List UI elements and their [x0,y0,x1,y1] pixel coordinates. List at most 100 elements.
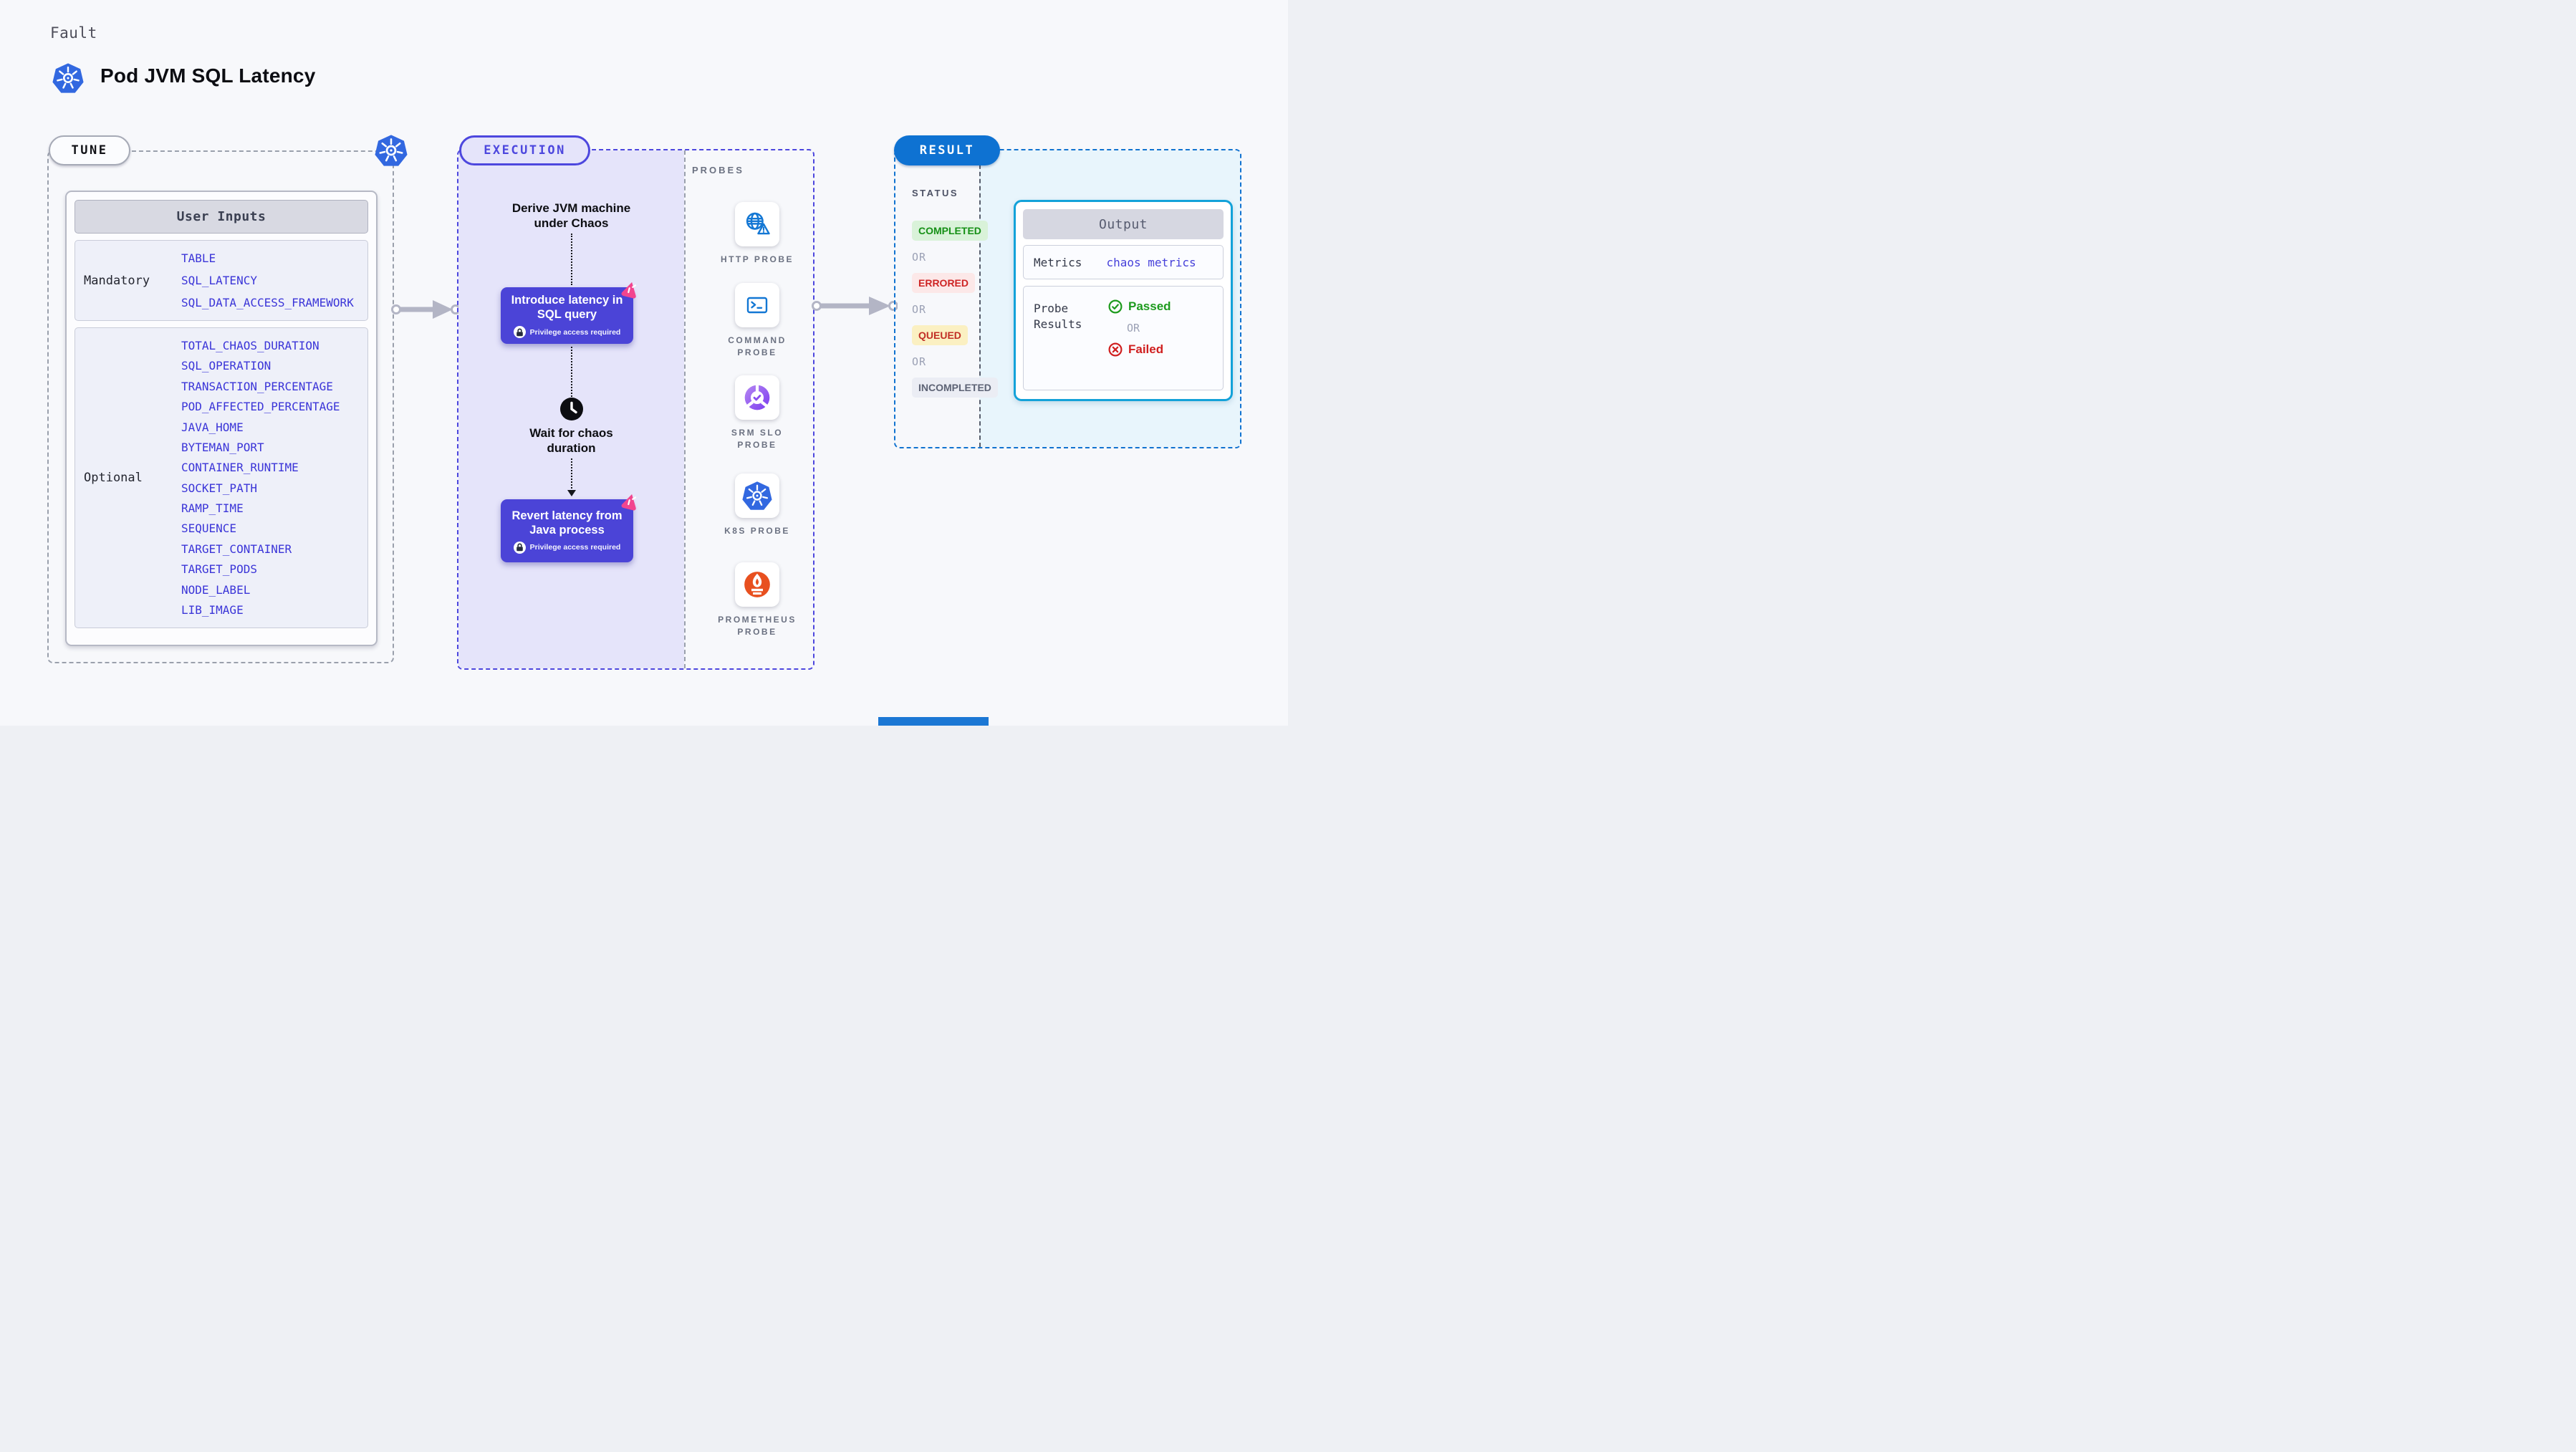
status-badge-incompleted: INCOMPLETED [912,378,998,398]
x-circle-icon [1108,342,1123,357]
result-section-box: STATUS COMPLETED OR ERRORED OR QUEUED OR… [894,149,1241,448]
status-column: STATUS COMPLETED OR ERRORED OR QUEUED OR… [895,150,998,398]
or-separator: OR [912,355,927,368]
metrics-value: chaos metrics [1106,255,1196,269]
metrics-label: Metrics [1034,255,1082,269]
input-variable: TARGET_CONTAINER [181,542,292,556]
execution-section-pill: EXECUTION [459,135,590,165]
input-variable: NODE_LABEL [181,582,251,597]
fault-diagram-page: Fault Pod JVM SQL Latency TUNE [0,0,1288,726]
bottom-cropped-bar [878,717,989,726]
user-inputs-card: User Inputs Mandatory TABLE SQL_LATENCY … [65,191,378,646]
input-variable: CONTAINER_RUNTIME [181,461,299,475]
probe-results-label: Probe Results [1034,302,1082,331]
input-variable: TABLE [181,251,216,265]
kubernetes-icon [742,481,772,510]
mandatory-inputs-row: Mandatory TABLE SQL_LATENCY SQL_DATA_ACC… [75,240,368,321]
arrow-down-icon [567,490,576,496]
prometheus-flame-icon [744,572,770,597]
flow-connector [570,347,572,397]
input-variable: RAMP_TIME [181,501,244,515]
input-variable: BYTEMAN_PORT [181,440,264,454]
inject-latency-step: Introduce latency in SQL query Privilege… [501,287,633,344]
probe-k8s: K8S PROBE [711,473,804,537]
wait-step-label: Wait for chaos duration [529,426,613,455]
revert-latency-step: Revert latency from Java process Privile… [501,499,633,562]
kubernetes-icon [52,63,84,93]
execution-section-box: Derive JVM machine under Chaos Introduce… [457,149,814,670]
probe-label: COMMAND PROBE [728,335,787,357]
revert-latency-label: Revert latency from Java process [511,509,623,537]
inject-latency-label: Introduce latency in SQL query [511,294,623,321]
mandatory-label: Mandatory [84,273,150,288]
input-variable: LIB_IMAGE [181,602,244,617]
chaos-badge-icon [621,282,637,299]
optional-inputs-row: Optional TOTAL_CHAOS_DURATION SQL_OPERAT… [75,327,368,628]
passed-label: Passed [1128,299,1171,313]
probe-label: HTTP PROBE [720,254,794,264]
or-separator: OR [912,303,927,316]
globe-alert-icon [746,212,770,235]
or-separator: OR [1127,322,1140,335]
result-divider [979,150,981,447]
lock-icon [513,326,526,338]
input-variable: SQL_DATA_ACCESS_FRAMEWORK [181,296,354,309]
input-variable: POD_AFFECTED_PERCENTAGE [181,400,340,414]
lock-icon [513,541,526,554]
optional-label: Optional [84,471,143,485]
input-variable: SQL_LATENCY [181,274,257,287]
tune-section-pill: TUNE [49,135,130,165]
status-badge-errored: ERRORED [912,273,976,293]
probe-http: HTTP PROBE [711,202,804,266]
probes-heading: PROBES [692,165,744,176]
probe-results-row: Probe Results Passed OR [1023,286,1224,390]
privilege-row: Privilege access required [513,541,621,554]
probe-label: PROMETHEUS PROBE [718,615,797,637]
status-badge-completed: COMPLETED [912,221,988,241]
tune-section-box [47,150,394,663]
flow-arrow-right-icon [391,300,460,319]
result-section-pill: RESULT [894,135,1000,165]
privilege-label: Privilege access required [529,543,621,552]
clock-icon [559,398,583,420]
mandatory-values: TABLE SQL_LATENCY SQL_DATA_ACCESS_FRAMEW… [171,241,367,320]
probe-card [735,283,779,327]
flow-connector [570,458,572,491]
slo-gauge-icon [744,385,770,410]
input-variable: SOCKET_PATH [181,481,257,495]
failed-label: Failed [1128,342,1164,356]
probe-card [735,473,779,518]
derive-step-label: Derive JVM machine under Chaos [511,201,631,230]
flow-connector [570,234,572,285]
input-variable: TRANSACTION_PERCENTAGE [181,379,333,393]
metrics-row: Metrics chaos metrics [1023,245,1224,279]
optional-values: TOTAL_CHAOS_DURATION SQL_OPERATION TRANS… [171,328,367,628]
probe-label: SRM SLO PROBE [731,428,784,450]
input-variable: TARGET_PODS [181,562,257,577]
failed-line: Failed [1108,342,1171,357]
chaos-badge-icon [621,494,637,511]
privilege-label: Privilege access required [529,327,621,337]
input-variable: SQL_OPERATION [181,359,271,373]
probe-label: K8S PROBE [724,526,790,536]
page-kicker: Fault [50,24,97,42]
probe-srm-slo: SRM SLO PROBE [711,375,804,451]
probe-card [735,202,779,246]
probe-card [735,562,779,607]
probe-results-values: Passed OR Failed [1108,299,1171,357]
page-title: Pod JVM SQL Latency [100,64,316,87]
passed-line: Passed [1108,299,1171,314]
check-circle-icon [1108,299,1123,314]
input-variable: TOTAL_CHAOS_DURATION [181,339,319,352]
probe-command: COMMAND PROBE [711,283,804,359]
input-variable: SEQUENCE [181,521,237,536]
or-separator: OR [912,251,927,264]
terminal-icon [746,297,768,314]
user-inputs-header: User Inputs [75,200,368,234]
probe-card [735,375,779,420]
probe-prometheus: PROMETHEUS PROBE [711,562,804,638]
output-card: Output Metrics chaos metrics Probe Resul… [1014,200,1233,401]
status-heading: STATUS [912,188,959,198]
output-header: Output [1023,209,1224,239]
status-badge-queued: QUEUED [912,325,968,345]
